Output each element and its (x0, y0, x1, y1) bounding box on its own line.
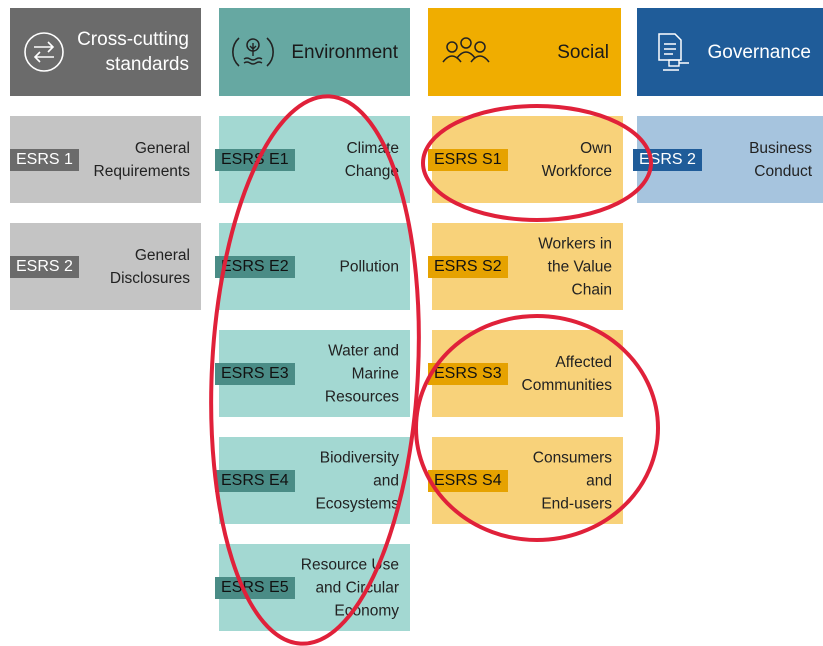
card-code: ESRS S1 (428, 148, 508, 171)
card-esrs-s1[interactable]: ESRS S1 Own Workforce (428, 116, 623, 203)
header-title-governance: Governance (707, 41, 811, 63)
header-cross-cutting: Cross-cutting standards (10, 8, 201, 96)
header-title-environment: Environment (291, 41, 398, 63)
card-name: Consumers and End-users (532, 449, 612, 512)
card-name: Business Conduct (749, 139, 812, 180)
header-title-social: Social (557, 41, 609, 63)
header-social: Social (428, 8, 621, 96)
card-name: Own Workforce (541, 139, 612, 180)
exchange-arrows-icon (24, 32, 64, 72)
card-esrs-g1[interactable]: ESRS 2 Business Conduct (633, 116, 823, 203)
card-code: ESRS 1 (10, 148, 79, 171)
card-esrs-e2[interactable]: ESRS E2 Pollution (215, 223, 410, 310)
card-code: ESRS 2 (10, 255, 79, 278)
card-esrs-2-general[interactable]: ESRS 2 General Disclosures (10, 223, 201, 310)
card-name: Biodiversity and Ecosystems (315, 449, 399, 512)
card-esrs-s4[interactable]: ESRS S4 Consumers and End-users (428, 437, 623, 524)
card-name: Water and Marine Resources (324, 342, 399, 405)
card-name: Resource Use and Circular Economy (300, 556, 399, 619)
card-code: ESRS E1 (215, 148, 295, 171)
card-esrs-e1[interactable]: ESRS E1 Climate Change (215, 116, 410, 203)
card-esrs-e4[interactable]: ESRS E4 Biodiversity and Ecosystems (215, 437, 410, 524)
card-esrs-e3[interactable]: ESRS E3 Water and Marine Resources (215, 330, 410, 417)
card-esrs-e5[interactable]: ESRS E5 Resource Use and Circular Econom… (215, 544, 410, 631)
card-code: ESRS E3 (215, 362, 295, 385)
header-title-cross-cutting: Cross-cutting standards (77, 29, 189, 75)
people-group-icon (442, 37, 490, 63)
card-code: ESRS S4 (428, 469, 508, 492)
card-esrs-1[interactable]: ESRS 1 General Requirements (10, 116, 201, 203)
card-code: ESRS 2 (633, 148, 702, 171)
card-name: General Disclosures (109, 246, 190, 287)
card-name: Workers in the Value Chain (538, 235, 612, 298)
card-code: ESRS E4 (215, 469, 295, 492)
card-code: ESRS E5 (215, 576, 295, 599)
plant-water-icon (232, 37, 274, 67)
document-gavel-icon (658, 33, 689, 71)
header-environment: Environment (219, 8, 410, 96)
card-name: Climate Change (344, 139, 399, 180)
card-code: ESRS S2 (428, 255, 508, 278)
card-name: General Requirements (93, 139, 191, 180)
card-esrs-s3[interactable]: ESRS S3 Affected Communities (428, 330, 623, 417)
card-name: Affected Communities (521, 353, 612, 394)
card-esrs-s2[interactable]: ESRS S2 Workers in the Value Chain (428, 223, 623, 310)
card-name: Pollution (339, 258, 399, 275)
header-governance: Governance (637, 8, 823, 96)
card-code: ESRS E2 (215, 255, 295, 278)
card-code: ESRS S3 (428, 362, 508, 385)
